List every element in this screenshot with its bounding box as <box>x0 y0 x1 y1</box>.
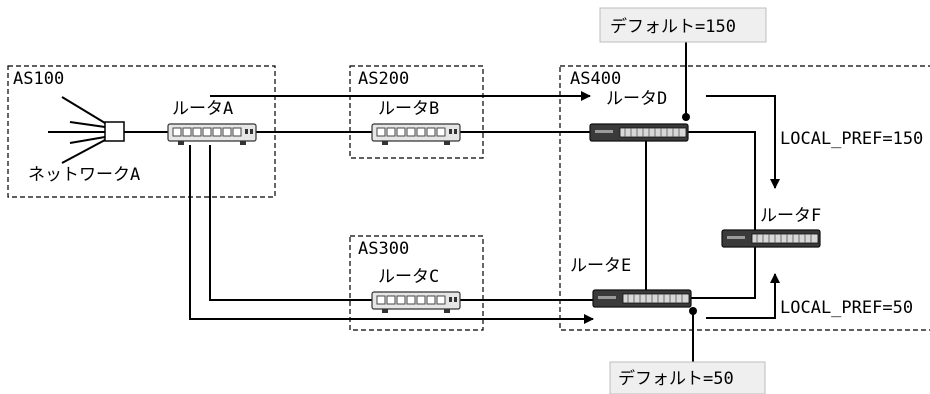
as-boxes <box>7 65 930 331</box>
as400-box <box>559 65 930 331</box>
link-a-c <box>209 145 372 301</box>
as100-label: AS100 <box>13 69 64 89</box>
network-line <box>61 139 106 164</box>
network-line <box>69 136 106 144</box>
as200-label: AS200 <box>358 69 409 89</box>
router-b[interactable] <box>371 123 461 146</box>
router-a-label: ルータA <box>172 99 233 119</box>
router-f[interactable] <box>721 229 821 248</box>
network-node <box>104 121 125 142</box>
router-a[interactable] <box>167 123 257 146</box>
network-line <box>61 96 106 124</box>
as300-label: AS300 <box>358 239 409 259</box>
router-d-label: ルータD <box>606 89 667 109</box>
router-d[interactable] <box>589 123 689 142</box>
default-callout-d-text: デフォルト=150 <box>610 16 736 37</box>
local-pref-e-label: LOCAL_PREF=50 <box>780 298 913 318</box>
network-line <box>69 121 106 128</box>
router-b-label: ルータB <box>378 99 439 119</box>
route-arrow-a-to-e <box>189 145 594 324</box>
link-e-f <box>690 247 756 299</box>
local-pref-d-label: LOCAL_PREF=150 <box>780 129 923 149</box>
callout-dot-d <box>682 113 690 121</box>
router-c-label: ルータC <box>378 267 439 287</box>
router-e-label: ルータE <box>570 256 631 276</box>
router-e[interactable] <box>592 289 692 308</box>
default-callout-d-box <box>599 7 767 43</box>
default-callout-e-text: デフォルト=50 <box>618 368 734 389</box>
network-a-label: ネットワークA <box>28 165 140 185</box>
link-d-f <box>688 131 756 230</box>
links <box>48 42 780 362</box>
as300-box <box>349 235 484 331</box>
default-callout-e-box <box>609 361 766 394</box>
as400-label: AS400 <box>570 69 621 89</box>
router-c[interactable] <box>371 291 461 314</box>
as200-box <box>349 65 484 159</box>
local-pref-arrow-d <box>706 95 780 189</box>
callout-dot-e <box>689 307 697 315</box>
router-f-label: ルータF <box>760 206 821 226</box>
local-pref-arrow-e <box>706 273 780 319</box>
